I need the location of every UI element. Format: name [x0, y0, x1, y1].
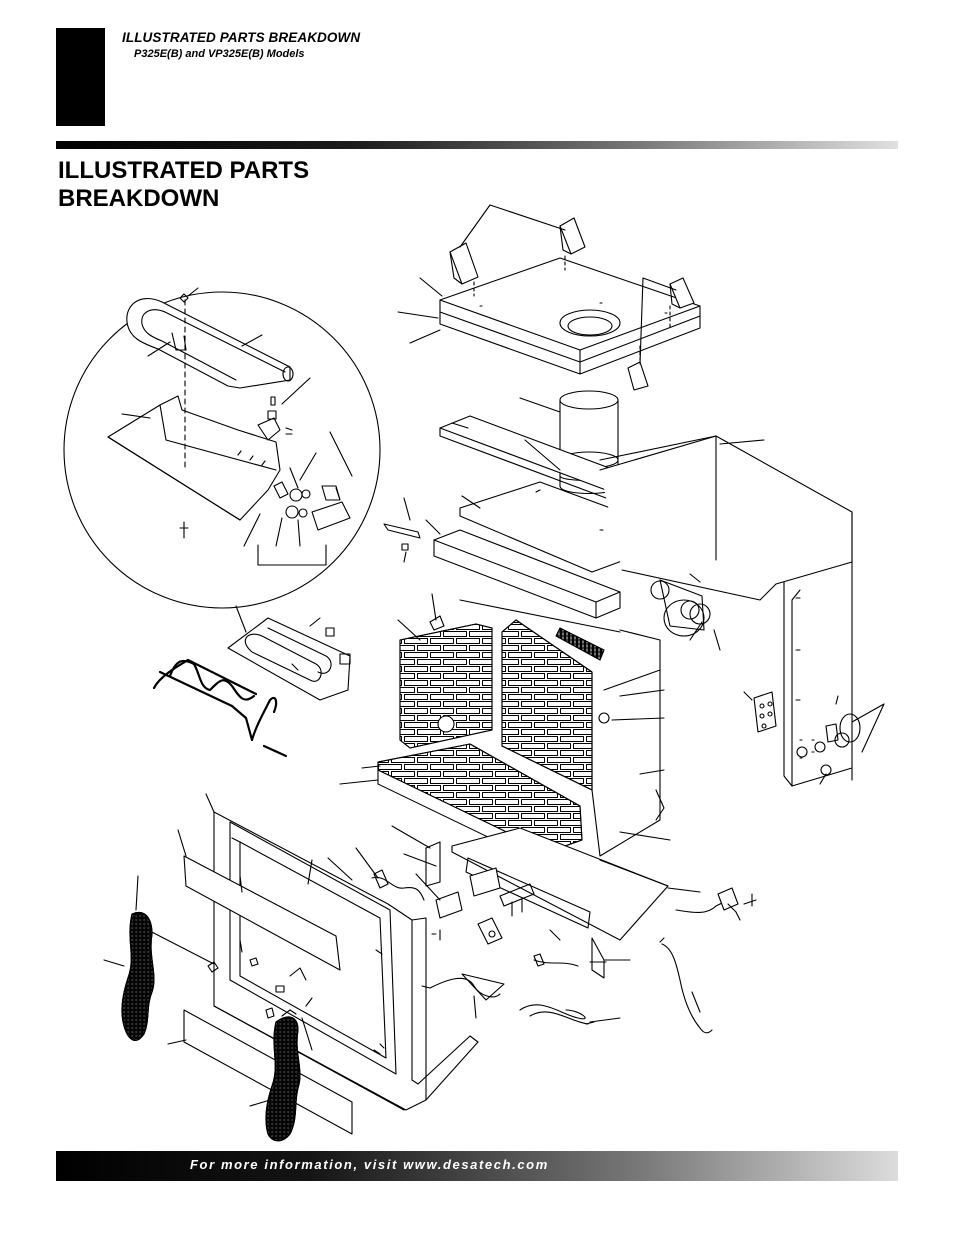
mesh-screens	[103, 875, 301, 1142]
page-title: ILLUSTRATED PARTS BREAKDOWN	[58, 157, 309, 213]
igniter-and-screw	[383, 497, 421, 563]
detail-callout-line	[235, 605, 247, 633]
firebox-brick-panels	[339, 593, 665, 867]
top-panel-with-flue	[397, 204, 701, 391]
header-tab-block	[56, 28, 105, 126]
header-models: P325E(B) and VP325E(B) Models	[134, 48, 305, 60]
log-grate	[152, 658, 288, 758]
footer-bar	[56, 1151, 898, 1181]
controls-and-wiring	[355, 691, 777, 1034]
outer-cabinet	[599, 435, 885, 787]
burner-detail-circle	[63, 287, 381, 609]
base-panel	[451, 789, 701, 979]
exploded-parts-diagram	[63, 204, 885, 1142]
header-section-title: ILLUSTRATED PARTS BREAKDOWN	[122, 30, 361, 45]
footer-website-text: For more information, visit www.desatech…	[190, 1157, 549, 1172]
header-rule	[56, 141, 898, 149]
front-frame	[143, 793, 479, 1135]
page-title-line-1: ILLUSTRATED PARTS	[58, 157, 310, 184]
page-title-line-2: BREAKDOWN	[58, 185, 220, 212]
burner-assembly	[227, 617, 351, 701]
